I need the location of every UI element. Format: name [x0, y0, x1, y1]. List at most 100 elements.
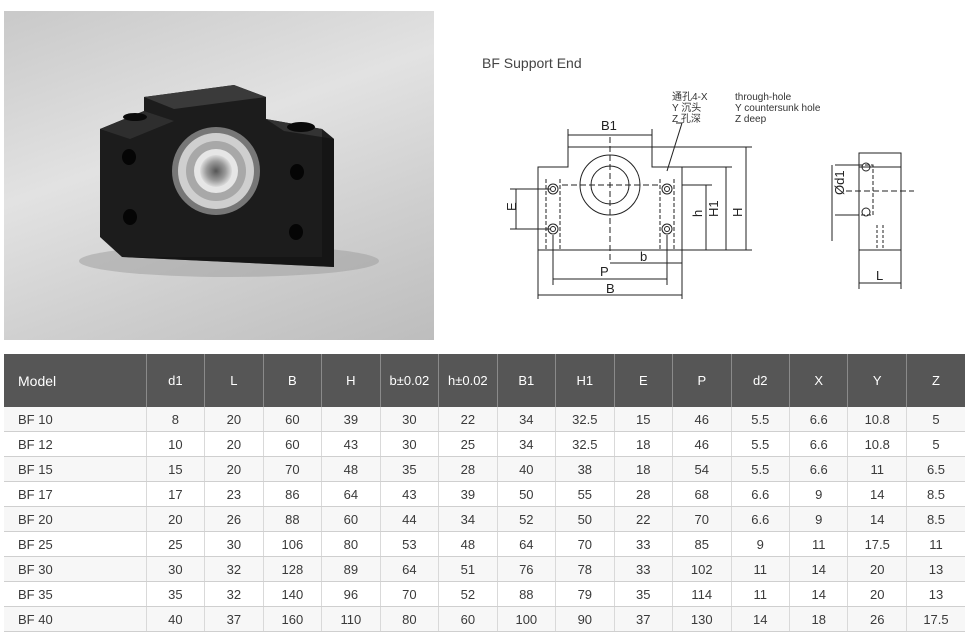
- dim-b-total-label: B: [606, 281, 615, 296]
- column-header: L: [204, 354, 264, 407]
- table-cell: 68: [672, 481, 732, 507]
- table-cell: 100: [497, 606, 557, 632]
- model-cell: BF 40: [4, 606, 147, 632]
- column-header: B1: [497, 354, 557, 407]
- table-cell: 64: [321, 481, 381, 507]
- page-title: BF Support End: [482, 55, 582, 71]
- table-cell: 6.6: [789, 407, 849, 432]
- table-cell: 50: [497, 481, 557, 507]
- table-cell: 80: [380, 606, 440, 632]
- table-cell: 106: [263, 531, 323, 557]
- column-header: H1: [555, 354, 615, 407]
- column-header: E: [614, 354, 674, 407]
- table-cell: 5: [906, 407, 965, 432]
- dim-e-label: E: [504, 202, 519, 211]
- column-header: X: [789, 354, 849, 407]
- dim-h-total-label: H: [730, 208, 745, 217]
- table-cell: 70: [672, 506, 732, 532]
- column-header: Z: [906, 354, 965, 407]
- table-cell: 11: [731, 581, 791, 607]
- table-cell: 48: [438, 531, 498, 557]
- table-cell: 52: [497, 506, 557, 532]
- table-cell: 26: [847, 606, 907, 632]
- dim-p-label: P: [600, 264, 609, 279]
- dim-h1-label: H1: [706, 200, 721, 217]
- table-cell: 10.8: [847, 431, 907, 457]
- table-cell: 50: [555, 506, 615, 532]
- table-cell: 37: [614, 606, 674, 632]
- dim-l-label: L: [876, 268, 883, 283]
- table-cell: 32: [204, 581, 264, 607]
- table-cell: 20: [204, 407, 264, 432]
- table-cell: 35: [380, 456, 440, 482]
- table-cell: 40: [497, 456, 557, 482]
- table-cell: 6.6: [731, 506, 791, 532]
- table-cell: 5.5: [731, 407, 791, 432]
- table-cell: 64: [497, 531, 557, 557]
- table-cell: 55: [555, 481, 615, 507]
- table-cell: 30: [380, 407, 440, 432]
- table-cell: 17.5: [847, 531, 907, 557]
- table-cell: 38: [555, 456, 615, 482]
- column-header: d2: [731, 354, 791, 407]
- table-cell: 18: [614, 431, 674, 457]
- table-cell: 28: [614, 481, 674, 507]
- table-cell: 70: [263, 456, 323, 482]
- table-cell: 9: [789, 481, 849, 507]
- model-cell: BF 25: [4, 531, 147, 557]
- table-cell: 130: [672, 606, 732, 632]
- column-header: B: [263, 354, 323, 407]
- table-cell: 6.6: [789, 431, 849, 457]
- table-cell: 40: [146, 606, 206, 632]
- table-cell: 140: [263, 581, 323, 607]
- table-cell: 70: [380, 581, 440, 607]
- column-header: h±0.02: [438, 354, 498, 407]
- table-cell: 10.8: [847, 407, 907, 432]
- table-cell: 17.5: [906, 606, 965, 632]
- table-cell: 39: [321, 407, 381, 432]
- table-cell: 14: [789, 556, 849, 582]
- product-photo: [4, 11, 434, 340]
- table-cell: 6.6: [789, 456, 849, 482]
- table-cell: 33: [614, 556, 674, 582]
- table-cell: 26: [204, 506, 264, 532]
- table-cell: 30: [146, 556, 206, 582]
- table-cell: 60: [438, 606, 498, 632]
- table-cell: 90: [555, 606, 615, 632]
- table-cell: 76: [497, 556, 557, 582]
- table-cell: 128: [263, 556, 323, 582]
- dim-h-label: h: [690, 210, 705, 217]
- table-cell: 114: [672, 581, 732, 607]
- table-cell: 88: [497, 581, 557, 607]
- table-cell: 20: [847, 581, 907, 607]
- table-cell: 25: [146, 531, 206, 557]
- table-cell: 32: [204, 556, 264, 582]
- table-cell: 54: [672, 456, 732, 482]
- table-cell: 32.5: [555, 431, 615, 457]
- table-cell: 20: [146, 506, 206, 532]
- table-cell: 85: [672, 531, 732, 557]
- model-cell: BF 12: [4, 431, 147, 457]
- technical-drawing: B1 E h H1 H b P B Ød1 L: [504, 118, 914, 299]
- table-cell: 18: [614, 456, 674, 482]
- dim-b1-label: B1: [601, 118, 617, 133]
- model-cell: BF 30: [4, 556, 147, 582]
- table-cell: 35: [146, 581, 206, 607]
- table-cell: 14: [731, 606, 791, 632]
- table-cell: 78: [555, 556, 615, 582]
- table-cell: 22: [614, 506, 674, 532]
- table-cell: 110: [321, 606, 381, 632]
- column-header: P: [672, 354, 732, 407]
- table-cell: 5.5: [731, 431, 791, 457]
- table-cell: 22: [438, 407, 498, 432]
- table-cell: 44: [380, 506, 440, 532]
